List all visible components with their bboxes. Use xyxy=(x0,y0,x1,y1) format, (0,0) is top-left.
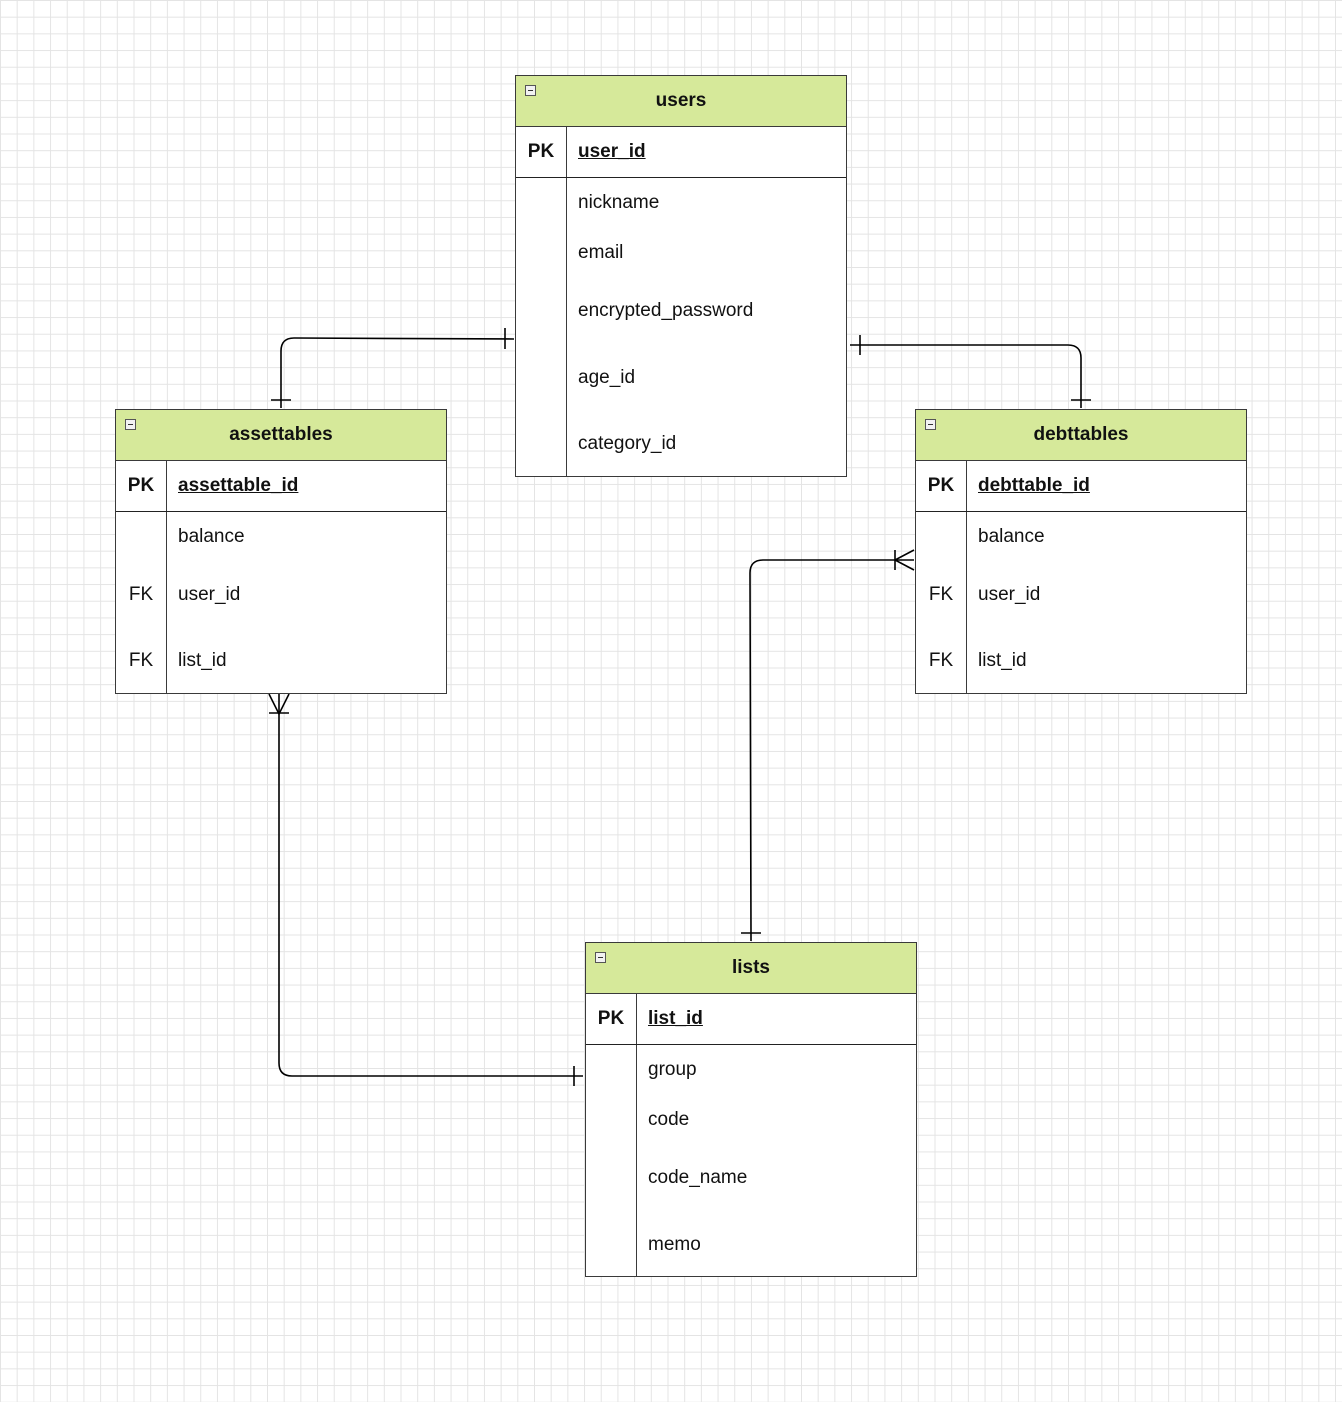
collapse-icon[interactable] xyxy=(125,419,136,430)
entity-body: group code code_name memo xyxy=(586,1045,916,1277)
entity-header[interactable]: users xyxy=(516,76,846,127)
entity-body: balance FK user_id FK list_id xyxy=(116,512,446,694)
field-row[interactable]: FK list_id xyxy=(116,646,446,676)
crowfoot-debttables xyxy=(893,549,915,571)
field-row[interactable]: balance xyxy=(916,522,1246,552)
entity-title: lists xyxy=(731,957,771,978)
field-row[interactable]: FK user_id xyxy=(116,580,446,610)
field-row[interactable]: FK list_id xyxy=(916,646,1246,676)
field-name: balance xyxy=(978,526,1045,547)
key-column xyxy=(116,512,167,694)
entity-title: assettables xyxy=(229,424,333,445)
pk-label: PK xyxy=(527,141,555,162)
field-row[interactable]: email xyxy=(516,238,846,268)
field-row[interactable]: memo xyxy=(586,1230,916,1260)
entity-body: nickname email encrypted_password age_id… xyxy=(516,178,846,477)
crowfoot-assettables xyxy=(268,693,290,716)
pk-field: list_id xyxy=(648,1008,703,1029)
entity-header[interactable]: lists xyxy=(586,943,916,994)
field-name: group xyxy=(648,1059,697,1080)
field-row[interactable]: age_id xyxy=(516,363,846,393)
entity-header[interactable]: debttables xyxy=(916,410,1246,461)
edge-lists-assettables[interactable] xyxy=(278,694,583,1077)
collapse-icon[interactable] xyxy=(595,952,606,963)
field-name: list_id xyxy=(178,650,227,671)
field-name: code xyxy=(648,1109,690,1130)
field-row[interactable]: code_name xyxy=(586,1163,916,1193)
key-label: FK xyxy=(128,650,154,671)
field-name: age_id xyxy=(578,367,636,388)
field-row[interactable]: group xyxy=(586,1055,916,1085)
edge-users-assettables[interactable] xyxy=(280,337,515,408)
field-name: balance xyxy=(178,526,245,547)
field-name: category_id xyxy=(578,433,677,454)
field-name: nickname xyxy=(578,192,660,213)
key-label: FK xyxy=(928,584,954,605)
field-name: list_id xyxy=(978,650,1027,671)
field-row[interactable]: category_id xyxy=(516,429,846,459)
primary-key-row[interactable]: PK assettable_id xyxy=(116,461,446,512)
collapse-icon[interactable] xyxy=(925,419,936,430)
pk-field: user_id xyxy=(578,141,646,162)
field-name: email xyxy=(578,242,624,263)
primary-key-row[interactable]: PK list_id xyxy=(586,994,916,1045)
field-name: user_id xyxy=(178,584,241,605)
collapse-icon[interactable] xyxy=(525,85,536,96)
pk-field: assettable_id xyxy=(178,475,299,496)
pk-label: PK xyxy=(597,1008,625,1029)
field-row[interactable]: FK user_id xyxy=(916,580,1246,610)
edge-lists-debttables[interactable] xyxy=(749,559,914,942)
key-label: FK xyxy=(928,650,954,671)
entity-lists[interactable]: lists PK list_id group code code_name xyxy=(585,942,917,1277)
entity-title: users xyxy=(655,90,707,111)
field-row[interactable]: code xyxy=(586,1105,916,1135)
key-label: FK xyxy=(128,584,154,605)
key-column xyxy=(586,994,637,1044)
field-name: encrypted_password xyxy=(578,300,754,321)
entity-users[interactable]: users PK user_id nickname email encrypte… xyxy=(515,75,847,477)
key-column xyxy=(586,1045,637,1277)
entity-header[interactable]: assettables xyxy=(116,410,446,461)
entity-body: balance FK user_id FK list_id xyxy=(916,512,1246,694)
entity-debttables[interactable]: debttables PK debttable_id balance FK us… xyxy=(915,409,1247,694)
key-column xyxy=(916,512,967,694)
primary-key-row[interactable]: PK debttable_id xyxy=(916,461,1246,512)
entity-assettables[interactable]: assettables PK assettable_id balance FK … xyxy=(115,409,447,694)
key-column xyxy=(916,461,967,511)
field-name: memo xyxy=(648,1234,701,1255)
edge-users-debttables[interactable] xyxy=(850,344,1082,408)
entity-title: debttables xyxy=(1033,424,1129,445)
key-column xyxy=(516,127,567,177)
pk-field: debttable_id xyxy=(978,475,1090,496)
pk-label: PK xyxy=(127,475,155,496)
field-row[interactable]: encrypted_password xyxy=(516,296,846,326)
pk-label: PK xyxy=(927,475,955,496)
key-column xyxy=(516,178,567,477)
field-name: code_name xyxy=(648,1167,748,1188)
field-row[interactable]: balance xyxy=(116,522,446,552)
field-row[interactable]: nickname xyxy=(516,188,846,218)
key-column xyxy=(116,461,167,511)
field-name: user_id xyxy=(978,584,1041,605)
primary-key-row[interactable]: PK user_id xyxy=(516,127,846,178)
